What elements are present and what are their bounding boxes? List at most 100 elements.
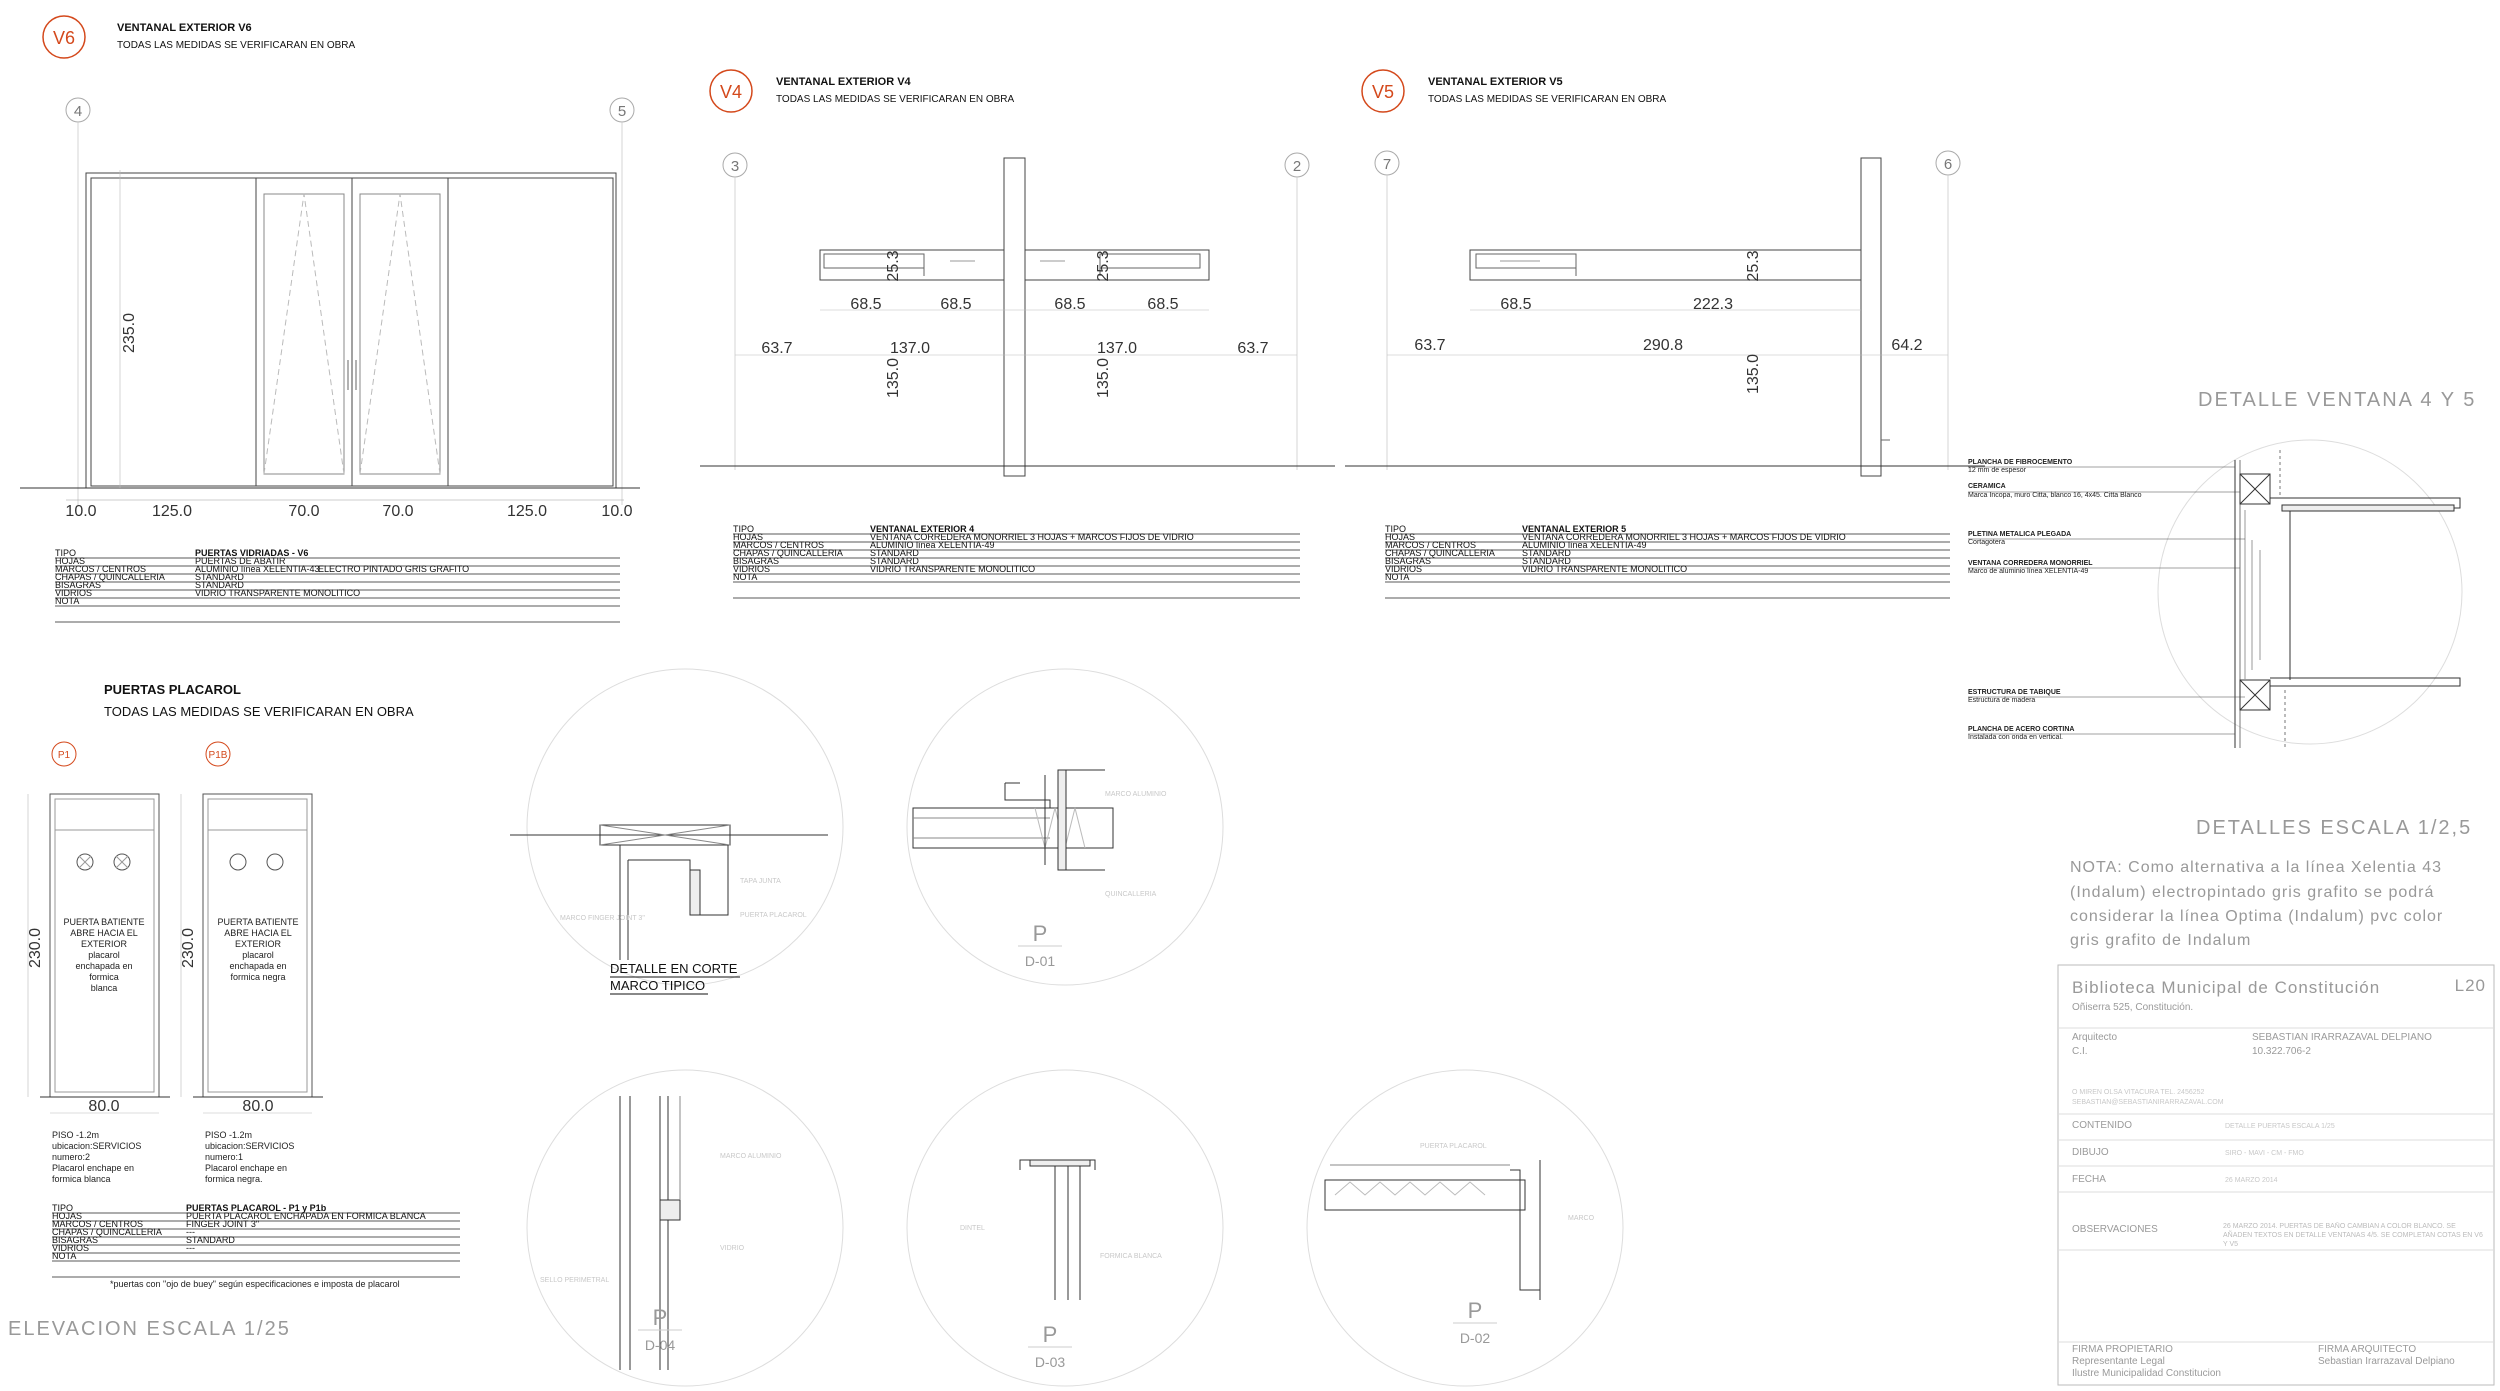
title-block: Biblioteca Municipal de Constitución L20… bbox=[2057, 964, 2495, 1386]
dv-label-4-desc: Marco de aluminio línea XELENTIA-49 bbox=[1968, 568, 2088, 575]
title-block-firm-label: FIRMA ARQUITECTO bbox=[2318, 1344, 2416, 1355]
v6-row-label-3: MARCOS / CENTROS bbox=[55, 564, 146, 574]
v5-row-label-5: BISAGRAS bbox=[1385, 556, 1431, 566]
tb-row-label-1: CONTENIDO bbox=[2072, 1120, 2132, 1131]
title-block-firm-1: Sebastian Irarrazaval Delpiano bbox=[2318, 1356, 2455, 1367]
marco-title-2: MARCO TIPICO bbox=[610, 978, 705, 993]
v4-row-value-1: VENTANAL EXTERIOR 4 bbox=[870, 524, 974, 534]
v4-dim-top-4: 68.5 bbox=[1147, 296, 1178, 313]
door-b-badge: P1B bbox=[209, 750, 228, 761]
door-b-height: 230.0 bbox=[180, 928, 197, 968]
d02-ghost-1: PUERTA PLACAROL bbox=[1420, 1143, 1487, 1150]
door-a-note-5: formica blanca bbox=[52, 1174, 111, 1184]
v5-dim-mid-1: 63.7 bbox=[1414, 337, 1445, 354]
d01-ghost-1: MARCO ALUMINIO bbox=[1105, 791, 1167, 798]
v6-dim-3: 70.0 bbox=[288, 503, 319, 520]
v6-dimension-row: 10.0 125.0 70.0 70.0 125.0 10.0 bbox=[65, 499, 633, 520]
v6-row-value-1: PUERTAS VIDRIADAS - V6 bbox=[195, 548, 308, 558]
dv-label-3-title: PLETINA METALICA PLEGADA bbox=[1968, 531, 2071, 538]
v5-dim-sill-1: 135.0 bbox=[1745, 354, 1762, 394]
title-block-owner-2: Ilustre Municipalidad Constitucion bbox=[2072, 1368, 2221, 1379]
v5-row-value-6: VIDRIO TRANSPARENTE MONOLITICO bbox=[1522, 564, 1687, 574]
marco-ghost-1: MARCO FINGER JOINT 3" bbox=[560, 915, 645, 922]
pl-row-label-6: VIDRIOS bbox=[52, 1243, 89, 1253]
v4-dim-top-2: 68.5 bbox=[940, 296, 971, 313]
v5-row-label-6: VIDRIOS bbox=[1385, 564, 1422, 574]
dv-label-2-desc: Marca Incopa, muro Citta, blanco 16, 4x4… bbox=[1968, 492, 2142, 499]
d04-tag-p: P bbox=[653, 1305, 668, 1330]
title-block-owner-label: FIRMA PROPIETARIO bbox=[2072, 1344, 2173, 1355]
title-block-arch-name: SEBASTIAN IRARRAZAVAL DELPIANO bbox=[2252, 1032, 2432, 1043]
tb-row-label-3: FECHA bbox=[2072, 1174, 2106, 1185]
tb-row-label-2: DIBUJO bbox=[2072, 1147, 2109, 1158]
placarol-spec-table: TIPO PUERTAS PLACAROL - P1 y P1b HOJAS P… bbox=[52, 1203, 460, 1289]
v4-dim-top-3: 68.5 bbox=[1054, 296, 1085, 313]
v6-row-label-7: NOTA bbox=[55, 596, 79, 606]
d02-ghost-2: MARCO bbox=[1568, 1215, 1595, 1222]
v6-dim-5: 125.0 bbox=[507, 503, 547, 520]
door-a-height: 230.0 bbox=[27, 928, 44, 968]
d03-tag-p: P bbox=[1043, 1322, 1058, 1347]
door-a-note-2: ubicacion:SERVICIOS bbox=[52, 1141, 141, 1151]
v4-row-label-5: BISAGRAS bbox=[733, 556, 779, 566]
d03-ghost-2: FORMICA BLANCA bbox=[1100, 1253, 1162, 1260]
v6-dim-4: 70.0 bbox=[382, 503, 413, 520]
door-a-desc-4: placarol bbox=[88, 950, 120, 960]
detalles-scale: DETALLES ESCALA 1/2,5 bbox=[2196, 817, 2472, 839]
d01-tag-p: P bbox=[1033, 921, 1048, 946]
v6-row-value-5: STANDARD bbox=[195, 580, 244, 590]
door-b-note-3: numero:1 bbox=[205, 1152, 243, 1162]
title-block-address: Oñiserra 525, Constitución. bbox=[2072, 1002, 2193, 1013]
d01-ghost-2: QUINCALLERIA bbox=[1105, 891, 1157, 898]
title-block-arch-label: Arquitecto bbox=[2072, 1032, 2117, 1043]
v4-dim-sill-1: 135.0 bbox=[885, 358, 902, 398]
v6-elevation bbox=[20, 170, 640, 489]
title-block-sheet: L20 bbox=[2455, 976, 2486, 995]
pl-row-label-7: NOTA bbox=[52, 1251, 76, 1261]
door-b-note-4: Placarol enchape en bbox=[205, 1163, 287, 1173]
v4-row-label-3: MARCOS / CENTROS bbox=[733, 540, 824, 550]
v6-section: V6 VENTANAL EXTERIOR V6 TODAS LAS MEDIDA… bbox=[20, 15, 640, 623]
detail-d01: MARCO ALUMINIO QUINCALLERIA P D-01 bbox=[906, 668, 1224, 986]
door-a-note-1: PISO -1.2m bbox=[52, 1130, 99, 1140]
d04-tag-code: D-04 bbox=[645, 1337, 676, 1353]
v6-spec-table: TIPO PUERTAS VIDRIADAS - V6 HOJAS PUERTA… bbox=[55, 548, 620, 623]
v6-dim-2: 125.0 bbox=[152, 503, 192, 520]
v5-row-label-1: TIPO bbox=[1385, 524, 1406, 534]
door-b-desc-1: PUERTA BATIENTE bbox=[217, 917, 298, 927]
door-b-note-2: ubicacion:SERVICIOS bbox=[205, 1141, 294, 1151]
v5-row-value-2: VENTANA CORREDERA MONORRIEL 3 HOJAS + MA… bbox=[1522, 532, 1846, 542]
v4-section: V4 VENTANAL EXTERIOR V4 TODAS LAS MEDIDA… bbox=[700, 69, 1335, 599]
v4-row-label-1: TIPO bbox=[733, 524, 754, 534]
door-b-desc-3: EXTERIOR bbox=[235, 939, 282, 949]
v4-row-value-4: STANDARD bbox=[870, 548, 919, 558]
v5-badge: V5 bbox=[1372, 82, 1394, 102]
title-block-office-1: O MIREN OLSA VITACURA TEL. 2456252 bbox=[2072, 1089, 2205, 1096]
v4-dim-mid-3: 137.0 bbox=[1097, 340, 1137, 357]
v5-dim-top-1: 68.5 bbox=[1500, 296, 1531, 313]
v5-row-label-4: CHAPAS / QUINCALLERIA bbox=[1385, 548, 1495, 558]
v5-row-label-7: NOTA bbox=[1385, 572, 1409, 582]
v5-subtitle: TODAS LAS MEDIDAS SE VERIFICARAN EN OBRA bbox=[1428, 94, 1667, 105]
marco-title-1: DETALLE EN CORTE bbox=[610, 961, 738, 976]
marco-ghost-3: PUERTA PLACAROL bbox=[740, 912, 807, 919]
v5-dim-mid-2: 290.8 bbox=[1643, 337, 1683, 354]
dv-label-4-title: VENTANA CORREDERA MONORRIEL bbox=[1968, 560, 2093, 567]
v4-row-label-7: NOTA bbox=[733, 572, 757, 582]
title-block-office-2: SEBASTIAN@SEBASTIANIRARRAZAVAL.COM bbox=[2072, 1099, 2224, 1106]
nota-block: NOTA: Como alternativa a la línea Xelent… bbox=[2070, 859, 2443, 949]
v4-row-label-4: CHAPAS / QUINCALLERIA bbox=[733, 548, 843, 558]
door-a-desc-5: enchapada en bbox=[75, 961, 132, 971]
door-a-desc-7: blanca bbox=[91, 983, 118, 993]
door-a-desc-1: PUERTA BATIENTE bbox=[63, 917, 144, 927]
v5-dim-mid-3: 64.2 bbox=[1891, 337, 1922, 354]
placarol-subtitle: TODAS LAS MEDIDAS SE VERIFICARAN EN OBRA bbox=[104, 704, 414, 719]
d04-ghost-1: MARCO ALUMINIO bbox=[720, 1153, 782, 1160]
nota-line-3: considerar la línea Optima (Indalum) pvc… bbox=[2070, 908, 2443, 925]
pl-row-value-3: FINGER JOINT 3" bbox=[186, 1219, 259, 1229]
d01-tag-code: D-01 bbox=[1025, 953, 1056, 969]
v4-row-value-5: STANDARD bbox=[870, 556, 919, 566]
v5-spec-table: TIPO VENTANAL EXTERIOR 5 HOJAS VENTANA C… bbox=[1385, 524, 1950, 599]
d04-ghost-3: SELLO PERIMETRAL bbox=[540, 1277, 609, 1284]
